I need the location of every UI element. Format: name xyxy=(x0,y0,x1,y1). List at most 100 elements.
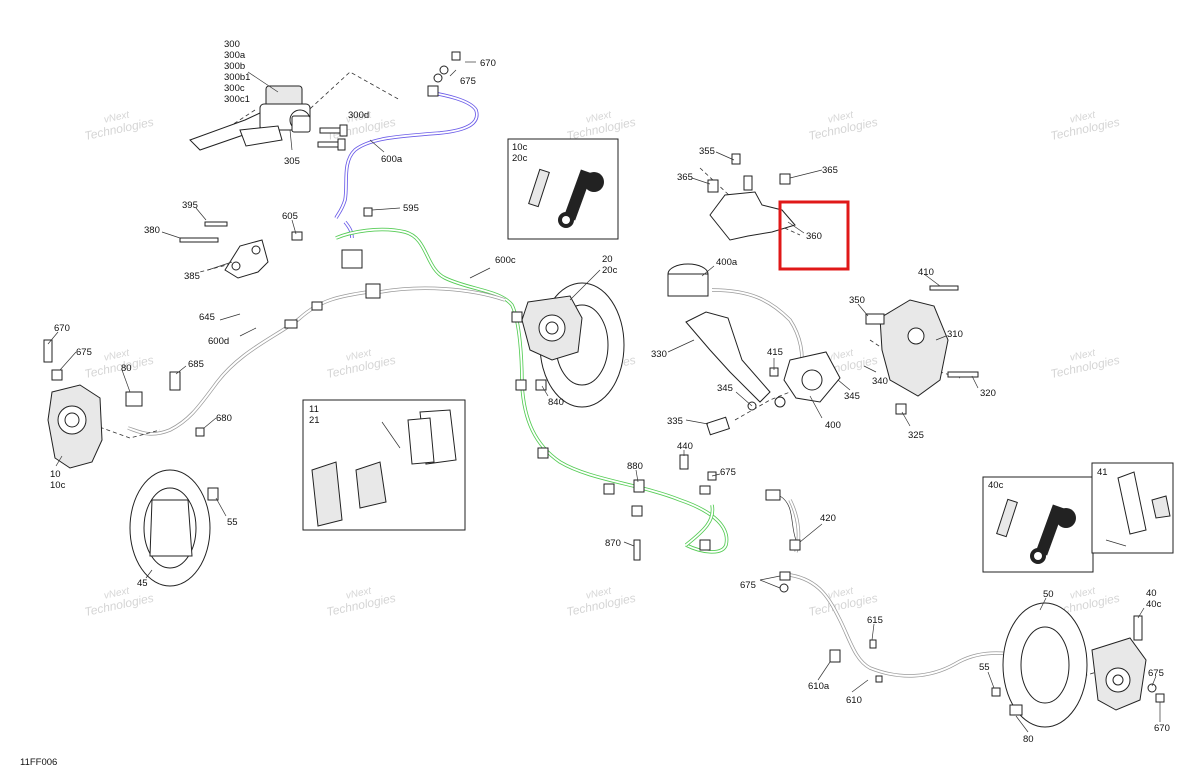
callout-600d[interactable]: 600d xyxy=(208,336,229,347)
bolt-300d xyxy=(317,124,348,151)
callout-610[interactable]: 610 xyxy=(846,695,862,706)
svg-text:vNext: vNext xyxy=(345,109,373,125)
callout-610a[interactable]: 610a xyxy=(808,681,830,692)
callout-670-left[interactable]: 670 xyxy=(54,323,70,334)
callout-345-b[interactable]: 345 xyxy=(844,391,860,402)
callout-685[interactable]: 685 xyxy=(188,359,204,370)
bleeder-cap-icon xyxy=(558,169,604,228)
callout-675-left[interactable]: 675 xyxy=(76,347,92,358)
bracket-360 xyxy=(707,153,796,241)
callout-80-left[interactable]: 80 xyxy=(121,363,132,374)
callout-10[interactable]: 10 xyxy=(50,469,61,480)
callout-330[interactable]: 330 xyxy=(651,349,667,360)
watermark: vNext Technologies xyxy=(807,109,879,143)
callout-350[interactable]: 350 xyxy=(849,295,865,306)
callout-labels: 300 300a 300b 300b1 300c 300c1 300d 305 … xyxy=(50,39,1170,745)
callout-80-right[interactable]: 80 xyxy=(1023,734,1034,745)
callout-595[interactable]: 595 xyxy=(403,203,419,214)
bleeder-valve-icon xyxy=(528,168,550,208)
callout-360[interactable]: 360 xyxy=(806,231,822,242)
svg-text:vNext: vNext xyxy=(585,109,613,125)
rear-brake-disc-50 xyxy=(1002,602,1088,728)
banjo-fittings-top xyxy=(427,51,461,97)
inset-label-pads-41: 41 xyxy=(1097,467,1108,478)
callout-600a[interactable]: 600a xyxy=(381,154,403,165)
svg-text:vNext: vNext xyxy=(345,347,373,363)
callout-410[interactable]: 410 xyxy=(918,267,934,278)
callout-675-mid[interactable]: 675 xyxy=(720,467,736,478)
callout-310[interactable]: 310 xyxy=(947,329,963,340)
watermark: vNext Technologies xyxy=(325,585,397,619)
callout-880[interactable]: 880 xyxy=(627,461,643,472)
callout-400[interactable]: 400 xyxy=(825,420,841,431)
callout-670-right[interactable]: 670 xyxy=(1154,723,1170,734)
callout-600c[interactable]: 600c xyxy=(495,255,516,266)
brake-pedal-330 xyxy=(685,311,786,436)
bleeder-cap-rear-icon xyxy=(1030,504,1076,564)
callout-325[interactable]: 325 xyxy=(908,430,924,441)
callout-305[interactable]: 305 xyxy=(284,156,300,167)
callout-680[interactable]: 680 xyxy=(216,413,232,424)
callout-870[interactable]: 870 xyxy=(605,538,621,549)
watermark: vNext Technologies xyxy=(1049,347,1121,381)
callout-400a[interactable]: 400a xyxy=(716,257,738,268)
callout-55-right[interactable]: 55 xyxy=(979,662,990,673)
callout-365-right[interactable]: 365 xyxy=(822,165,838,176)
callout-355[interactable]: 355 xyxy=(699,146,715,157)
callout-300c[interactable]: 300c xyxy=(224,83,245,94)
callout-675-top[interactable]: 675 xyxy=(460,76,476,87)
callout-415[interactable]: 415 xyxy=(767,347,783,358)
callout-10c[interactable]: 10c xyxy=(50,480,66,491)
callout-300[interactable]: 300 xyxy=(224,39,240,50)
hose-clips xyxy=(511,311,711,561)
caliper-bracket-385 xyxy=(179,221,269,279)
watermark: vNext Technologies xyxy=(83,347,155,381)
callout-55-left[interactable]: 55 xyxy=(227,517,238,528)
svg-text:vNext: vNext xyxy=(827,585,855,601)
callout-380[interactable]: 380 xyxy=(144,225,160,236)
callout-20[interactable]: 20 xyxy=(602,254,613,265)
callout-50[interactable]: 50 xyxy=(1043,589,1054,600)
callout-20c[interactable]: 20c xyxy=(602,265,618,276)
svg-text:vNext: vNext xyxy=(103,109,131,125)
brake-pads-front-icon xyxy=(311,409,457,527)
callout-335[interactable]: 335 xyxy=(667,416,683,427)
callout-345-a[interactable]: 345 xyxy=(717,383,733,394)
callout-440[interactable]: 440 xyxy=(677,441,693,452)
callout-675-lower[interactable]: 675 xyxy=(740,580,756,591)
callout-300b1[interactable]: 300b1 xyxy=(224,72,250,83)
callout-840[interactable]: 840 xyxy=(548,397,564,408)
front-left-caliper-10 xyxy=(43,339,205,469)
callout-300c1[interactable]: 300c1 xyxy=(224,94,250,105)
brake-pads-rear-icon xyxy=(1105,471,1171,547)
callout-300a[interactable]: 300a xyxy=(224,50,246,61)
leader-lines xyxy=(47,61,1161,733)
front-left-brake-disc-45 xyxy=(129,469,219,587)
watermark: vNext Technologies xyxy=(83,109,155,143)
callout-385[interactable]: 385 xyxy=(184,271,200,282)
callout-670-top[interactable]: 670 xyxy=(480,58,496,69)
callout-40[interactable]: 40 xyxy=(1146,588,1157,599)
svg-text:vNext: vNext xyxy=(1069,585,1097,601)
junction-block xyxy=(284,207,381,329)
callout-420[interactable]: 420 xyxy=(820,513,836,524)
front-master-cylinder-300 xyxy=(189,85,311,151)
callout-675-right[interactable]: 675 xyxy=(1148,668,1164,679)
callout-45[interactable]: 45 xyxy=(137,578,148,589)
callout-340[interactable]: 340 xyxy=(872,376,888,387)
svg-text:vNext: vNext xyxy=(585,585,613,601)
inset-label-bleeder-10c: 10c xyxy=(512,142,528,153)
inset-label-bleeder-20c: 20c xyxy=(512,153,528,164)
callout-320[interactable]: 320 xyxy=(980,388,996,399)
callout-605[interactable]: 605 xyxy=(282,211,298,222)
callout-40c[interactable]: 40c xyxy=(1146,599,1162,610)
callout-300d[interactable]: 300d xyxy=(348,110,369,121)
callout-645[interactable]: 645 xyxy=(199,312,215,323)
pedal-support-310 xyxy=(865,285,979,415)
callout-395[interactable]: 395 xyxy=(182,200,198,211)
callout-615[interactable]: 615 xyxy=(867,615,883,626)
callout-365-left[interactable]: 365 xyxy=(677,172,693,183)
callout-300b[interactable]: 300b xyxy=(224,61,245,72)
diagram-code: 11FF006 xyxy=(20,757,57,768)
